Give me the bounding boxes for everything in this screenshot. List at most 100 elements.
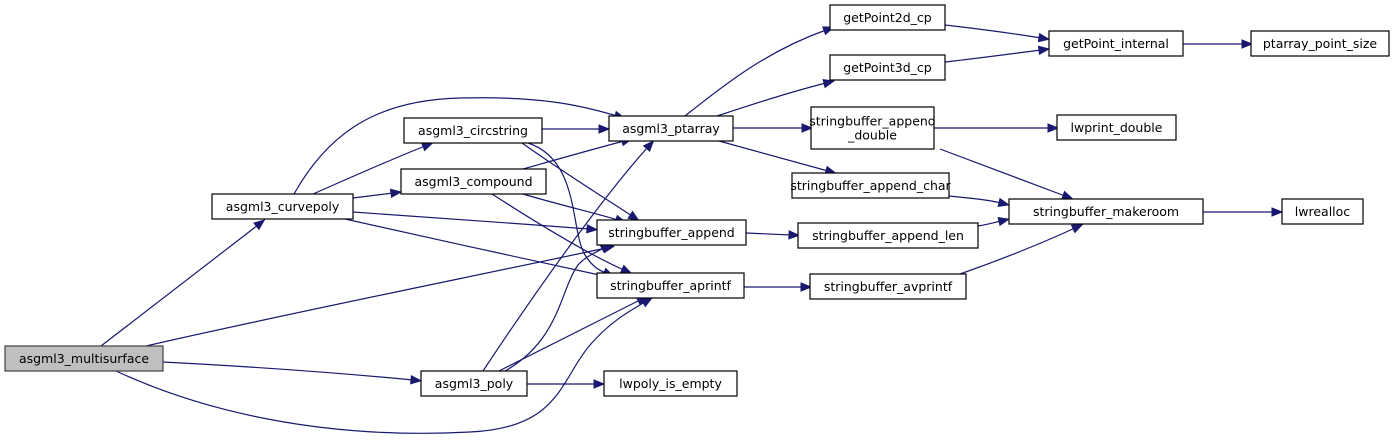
node-sb-append-len[interactable]: stringbuffer_append_len bbox=[797, 222, 979, 249]
node-curvepoly[interactable]: asgml3_curvepoly bbox=[211, 193, 354, 220]
node-sb-append-char[interactable]: stringbuffer_append_char bbox=[790, 172, 952, 199]
edge-line bbox=[684, 29, 827, 117]
arrowhead-icon bbox=[997, 216, 1011, 227]
edge-ptarray-to-getPoint3d bbox=[716, 79, 836, 117]
edge-poly-to-lwpoly_is_empty bbox=[527, 379, 606, 389]
node-label: asgml3_curvepoly bbox=[226, 199, 340, 214]
arrowhead-icon bbox=[1241, 39, 1254, 49]
edge-sb_append-to-sb_append_len bbox=[745, 230, 801, 240]
node-label: stringbuffer_append_len bbox=[812, 228, 964, 243]
node-lwrealloc[interactable]: lwrealloc bbox=[1281, 198, 1364, 225]
arrowhead-icon bbox=[1061, 190, 1074, 200]
node-sb-append-double[interactable]: stringbuffer_append_double bbox=[809, 106, 936, 150]
node-label: ptarray_point_size bbox=[1263, 36, 1378, 51]
edge-poly-to-ptarray bbox=[482, 140, 655, 372]
edge-line bbox=[944, 24, 1042, 39]
node-compound[interactable]: asgml3_compound bbox=[400, 168, 547, 195]
edge-sb_append_double-to-lwprint_double bbox=[934, 123, 1060, 133]
node-box[interactable] bbox=[1056, 114, 1177, 141]
node-label: getPoint2d_cp bbox=[843, 10, 932, 25]
arrowhead-icon bbox=[642, 140, 655, 153]
arrowhead-icon bbox=[1271, 207, 1284, 217]
edge-line bbox=[522, 193, 619, 221]
nodes-layer: asgml3_multisurfaceasgml3_curvepolyasgml… bbox=[4, 4, 1390, 397]
node-label: lwpoly_is_empty bbox=[619, 376, 722, 391]
edge-circstring-to-ptarray bbox=[542, 124, 611, 134]
node-getPoint3d[interactable]: getPoint3d_cp bbox=[829, 54, 946, 81]
edge-multisurface-to-sb_append bbox=[145, 243, 616, 347]
edge-getPoint_internal-to-ptarray_point_size bbox=[1183, 39, 1254, 49]
edge-line bbox=[522, 140, 625, 170]
node-poly[interactable]: asgml3_poly bbox=[420, 370, 528, 397]
node-label: asgml3_poly bbox=[435, 376, 514, 391]
edge-line bbox=[162, 361, 414, 381]
edge-line bbox=[352, 192, 394, 199]
arrowhead-icon bbox=[997, 197, 1011, 208]
node-label: lwprint_double bbox=[1071, 120, 1163, 135]
edge-sb_append_len-to-sb_makeroom bbox=[977, 216, 1011, 227]
edge-getPoint2d-to-getPoint_internal bbox=[944, 24, 1051, 43]
arrowhead-icon bbox=[788, 230, 801, 240]
node-lwprint-double[interactable]: lwprint_double bbox=[1056, 114, 1177, 141]
edge-line bbox=[293, 97, 618, 195]
node-box[interactable] bbox=[829, 4, 946, 31]
node-box[interactable] bbox=[1281, 198, 1364, 225]
arrowhead-icon bbox=[619, 264, 633, 274]
node-label: stringbuffer_avprintf bbox=[824, 279, 953, 294]
edge-poly-to-sb_append bbox=[504, 243, 613, 372]
edge-poly-to-sb_aprintf bbox=[498, 295, 649, 372]
arrowhead-icon bbox=[410, 375, 423, 385]
node-lwpoly-is-empty[interactable]: lwpoly_is_empty bbox=[603, 370, 738, 397]
arrowhead-icon bbox=[598, 124, 611, 134]
node-sb-aprintf[interactable]: stringbuffer_aprintf bbox=[596, 272, 745, 299]
node-ptarray[interactable]: asgml3_ptarray bbox=[608, 115, 734, 142]
edge-circstring-to-sb_append bbox=[521, 142, 640, 222]
node-box[interactable] bbox=[1250, 30, 1390, 57]
node-box[interactable] bbox=[596, 272, 745, 299]
node-getPoint-internal[interactable]: getPoint_internal bbox=[1048, 30, 1184, 57]
node-box[interactable] bbox=[4, 345, 164, 372]
node-box[interactable] bbox=[400, 168, 547, 195]
edge-multisurface-to-curvepoly bbox=[100, 219, 266, 347]
arrowhead-icon bbox=[593, 379, 606, 389]
arrowhead-icon bbox=[1037, 45, 1051, 56]
node-label: lwrealloc bbox=[1295, 204, 1351, 219]
edge-line bbox=[944, 49, 1042, 63]
node-box[interactable] bbox=[1008, 198, 1204, 225]
node-box[interactable] bbox=[608, 115, 734, 142]
node-getPoint2d[interactable]: getPoint2d_cp bbox=[829, 4, 946, 31]
edge-line bbox=[939, 148, 1066, 197]
arrowhead-icon bbox=[800, 282, 813, 292]
edge-multisurface-to-poly bbox=[162, 361, 423, 385]
node-box[interactable] bbox=[211, 193, 354, 220]
node-label: stringbuffer_append bbox=[608, 225, 735, 240]
node-circstring[interactable]: asgml3_circstring bbox=[403, 117, 543, 144]
node-ptarray-point-size[interactable]: ptarray_point_size bbox=[1250, 30, 1390, 57]
node-box[interactable] bbox=[791, 172, 950, 199]
node-sb-append[interactable]: stringbuffer_append bbox=[596, 219, 747, 246]
node-box[interactable] bbox=[809, 273, 967, 300]
node-box[interactable] bbox=[810, 106, 935, 150]
edge-sb_append_char-to-sb_makeroom bbox=[948, 195, 1011, 208]
edge-sb_avprintf-to-sb_makeroom bbox=[959, 224, 1084, 275]
node-sb-avprintf[interactable]: stringbuffer_avprintf bbox=[809, 273, 967, 300]
node-box[interactable] bbox=[1048, 30, 1184, 57]
edge-line bbox=[718, 140, 829, 172]
edge-multisurface-to-sb_aprintf bbox=[115, 297, 654, 434]
node-box[interactable] bbox=[603, 370, 738, 397]
edge-ptarray-to-sb_append_double bbox=[733, 123, 814, 133]
edge-line bbox=[498, 299, 641, 372]
node-label: stringbuffer_aprintf bbox=[610, 278, 731, 293]
node-multisurface[interactable]: asgml3_multisurface bbox=[4, 345, 164, 372]
node-box[interactable] bbox=[797, 222, 979, 249]
node-label: getPoint3d_cp bbox=[843, 60, 932, 75]
edge-line bbox=[521, 142, 633, 217]
node-box[interactable] bbox=[420, 370, 528, 397]
node-box[interactable] bbox=[596, 219, 747, 246]
node-sb-makeroom[interactable]: stringbuffer_makeroom bbox=[1008, 198, 1204, 225]
node-box[interactable] bbox=[829, 54, 946, 81]
node-label: asgml3_multisurface bbox=[19, 351, 149, 366]
edge-line bbox=[344, 218, 605, 277]
node-box[interactable] bbox=[403, 117, 543, 144]
